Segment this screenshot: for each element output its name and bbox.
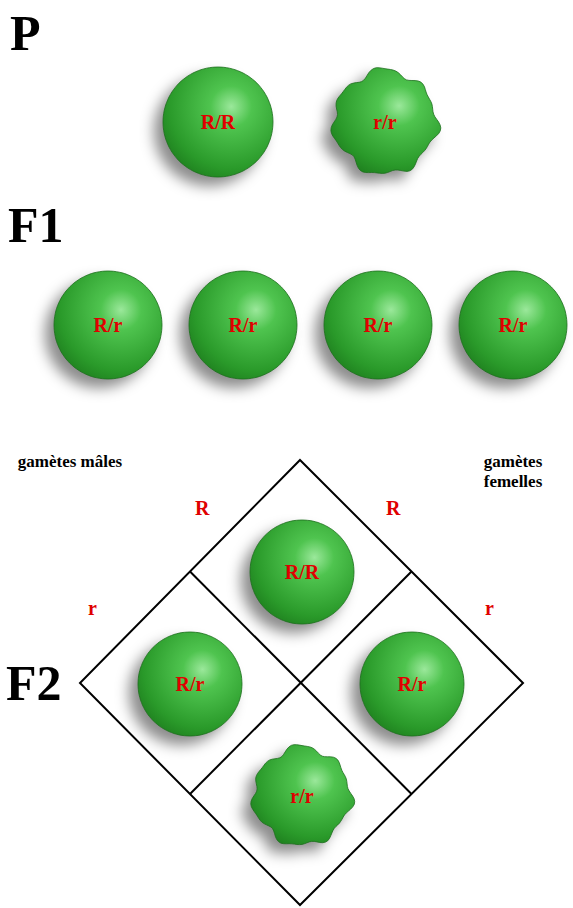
generation-label: P: [10, 8, 41, 58]
genotype-label: R/r: [360, 632, 464, 736]
genotype-label: r/r: [250, 744, 354, 848]
genotype-label: r/r: [330, 67, 440, 177]
smooth-pea: R/R: [163, 67, 273, 177]
genotype-label: R/r: [138, 632, 242, 736]
genotype-label: R/r: [189, 271, 297, 379]
gamete-heading: gamètes femelles: [458, 452, 568, 491]
smooth-pea: R/r: [360, 632, 464, 736]
gamete-heading: gamètes mâles: [15, 452, 125, 472]
allele-label: r: [88, 598, 97, 618]
genotype-label: R/R: [250, 520, 354, 624]
allele-label: r: [485, 598, 494, 618]
smooth-pea: R/R: [250, 520, 354, 624]
smooth-pea: R/r: [324, 271, 432, 379]
generation-label: F1: [8, 200, 64, 250]
wrinkled-pea: r/r: [250, 744, 354, 848]
allele-label: R: [195, 498, 209, 518]
genotype-label: R/R: [163, 67, 273, 177]
smooth-pea: R/r: [459, 271, 567, 379]
smooth-pea: R/r: [189, 271, 297, 379]
smooth-pea: R/r: [54, 271, 162, 379]
genotype-label: R/r: [324, 271, 432, 379]
generation-label: F2: [6, 658, 62, 708]
allele-label: R: [386, 498, 400, 518]
punnett-square: [80, 460, 523, 905]
smooth-pea: R/r: [138, 632, 242, 736]
genotype-label: R/r: [459, 271, 567, 379]
genotype-label: R/r: [54, 271, 162, 379]
wrinkled-pea: r/r: [330, 67, 440, 177]
